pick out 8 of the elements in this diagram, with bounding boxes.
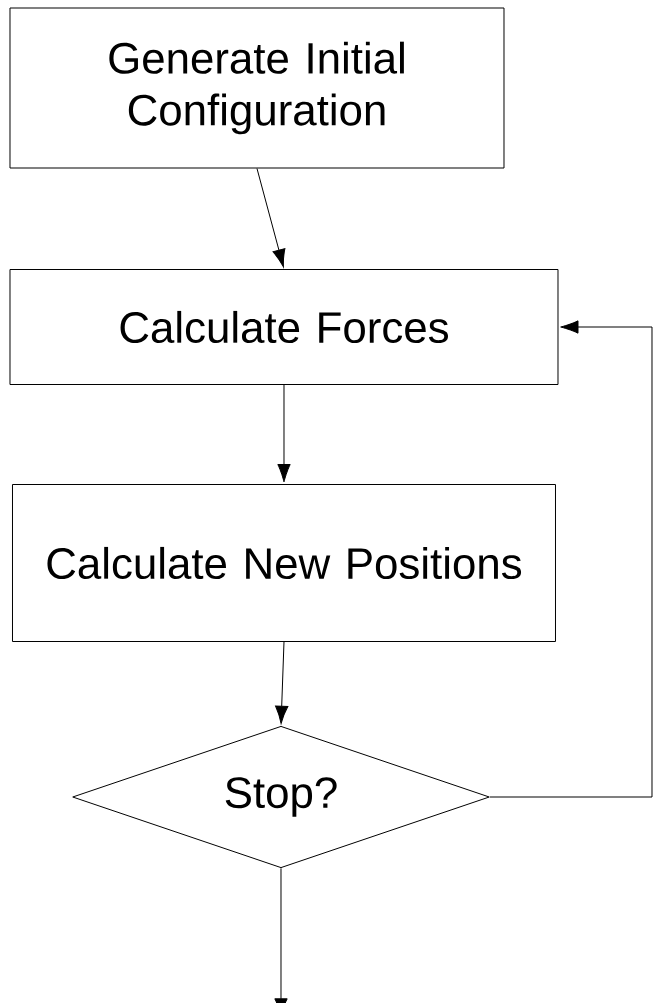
arrow — [275, 641, 289, 724]
arrow — [277, 384, 291, 483]
process-box: Calculate New Positions — [12, 484, 556, 642]
arrow — [256, 168, 286, 268]
arrow — [489, 320, 653, 798]
process-box: Calculate Forces — [9, 269, 559, 385]
process-box: Generate Initial Configuration — [9, 7, 505, 169]
arrow — [274, 867, 288, 1003]
